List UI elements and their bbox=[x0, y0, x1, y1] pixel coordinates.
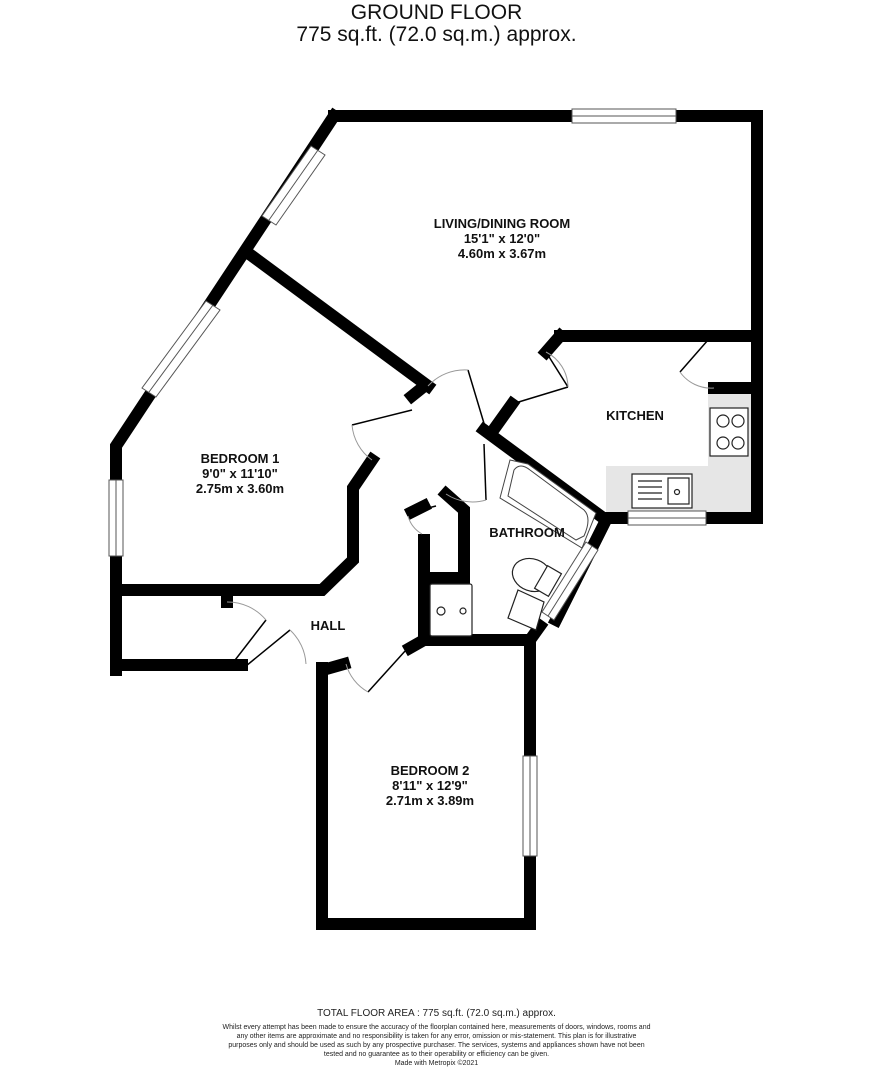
window-icon bbox=[261, 145, 326, 226]
room-dims-metric: 2.75m x 3.60m bbox=[195, 481, 285, 496]
sink-icon bbox=[631, 473, 693, 509]
room-label-bedroom-1: BEDROOM 1 9'0" x 11'10" 2.75m x 3.60m bbox=[150, 451, 330, 496]
door-swing-icon bbox=[679, 339, 715, 389]
door-swing-icon bbox=[511, 351, 569, 405]
plan-footer: TOTAL FLOOR AREA : 775 sq.ft. (72.0 sq.m… bbox=[0, 1008, 873, 1068]
hob-icon bbox=[709, 407, 749, 457]
door-swing-icon bbox=[445, 443, 487, 503]
room-dims-imperial: 8'11" x 12'9" bbox=[392, 778, 468, 793]
made-with-credit: Made with Metropix ©2021 bbox=[394, 1060, 479, 1067]
door-swing-icon bbox=[407, 505, 437, 535]
disclaimer: Whilst every attempt has been made to en… bbox=[222, 1024, 651, 1058]
room-name: BEDROOM 1 bbox=[200, 451, 280, 466]
door-swing-icon bbox=[245, 629, 307, 667]
toilet-icon bbox=[511, 557, 563, 598]
walls bbox=[110, 107, 763, 930]
floor-title: GROUND FLOOR bbox=[350, 1, 523, 24]
shower-icon bbox=[429, 583, 473, 637]
bath-icon bbox=[499, 459, 597, 549]
door-swing-icon bbox=[345, 649, 407, 693]
room-name: KITCHEN bbox=[606, 408, 664, 423]
room-label-kitchen: KITCHEN bbox=[590, 408, 680, 423]
room-label-hall: HALL bbox=[300, 618, 356, 633]
window-icon bbox=[627, 510, 707, 526]
room-dims-metric: 2.71m x 3.89m bbox=[385, 793, 475, 808]
room-name: BEDROOM 2 bbox=[390, 763, 470, 778]
door-swing-icon bbox=[351, 409, 413, 461]
floor-area: 775 sq.ft. (72.0 sq.m.) approx. bbox=[296, 23, 577, 46]
room-label-bathroom: BATHROOM bbox=[482, 525, 572, 540]
door-swing-icon bbox=[226, 601, 267, 665]
plan-header: GROUND FLOOR 775 sq.ft. (72.0 sq.m.) app… bbox=[0, 0, 873, 46]
room-dims-metric: 4.60m x 3.67m bbox=[457, 246, 547, 261]
door-swing-icon bbox=[427, 369, 487, 431]
doors bbox=[226, 339, 715, 693]
room-name: BATHROOM bbox=[489, 525, 565, 540]
window-icon bbox=[571, 108, 677, 124]
total-floor-area: TOTAL FLOOR AREA : 775 sq.ft. (72.0 sq.m… bbox=[317, 1008, 556, 1019]
basin-icon bbox=[507, 589, 545, 631]
room-label-living-dining: LIVING/DINING ROOM 15'1" x 12'0" 4.60m x… bbox=[402, 216, 602, 261]
room-dims-imperial: 15'1" x 12'0" bbox=[463, 231, 541, 246]
window-icon bbox=[141, 300, 221, 398]
room-label-bedroom-2: BEDROOM 2 8'11" x 12'9" 2.71m x 3.89m bbox=[350, 763, 510, 808]
windows bbox=[108, 108, 707, 857]
room-dims-imperial: 9'0" x 11'10" bbox=[202, 466, 278, 481]
window-icon bbox=[108, 479, 124, 557]
room-name: LIVING/DINING ROOM bbox=[433, 216, 571, 231]
room-name: HALL bbox=[310, 618, 346, 633]
window-icon bbox=[522, 755, 538, 857]
window-icon bbox=[541, 541, 599, 621]
